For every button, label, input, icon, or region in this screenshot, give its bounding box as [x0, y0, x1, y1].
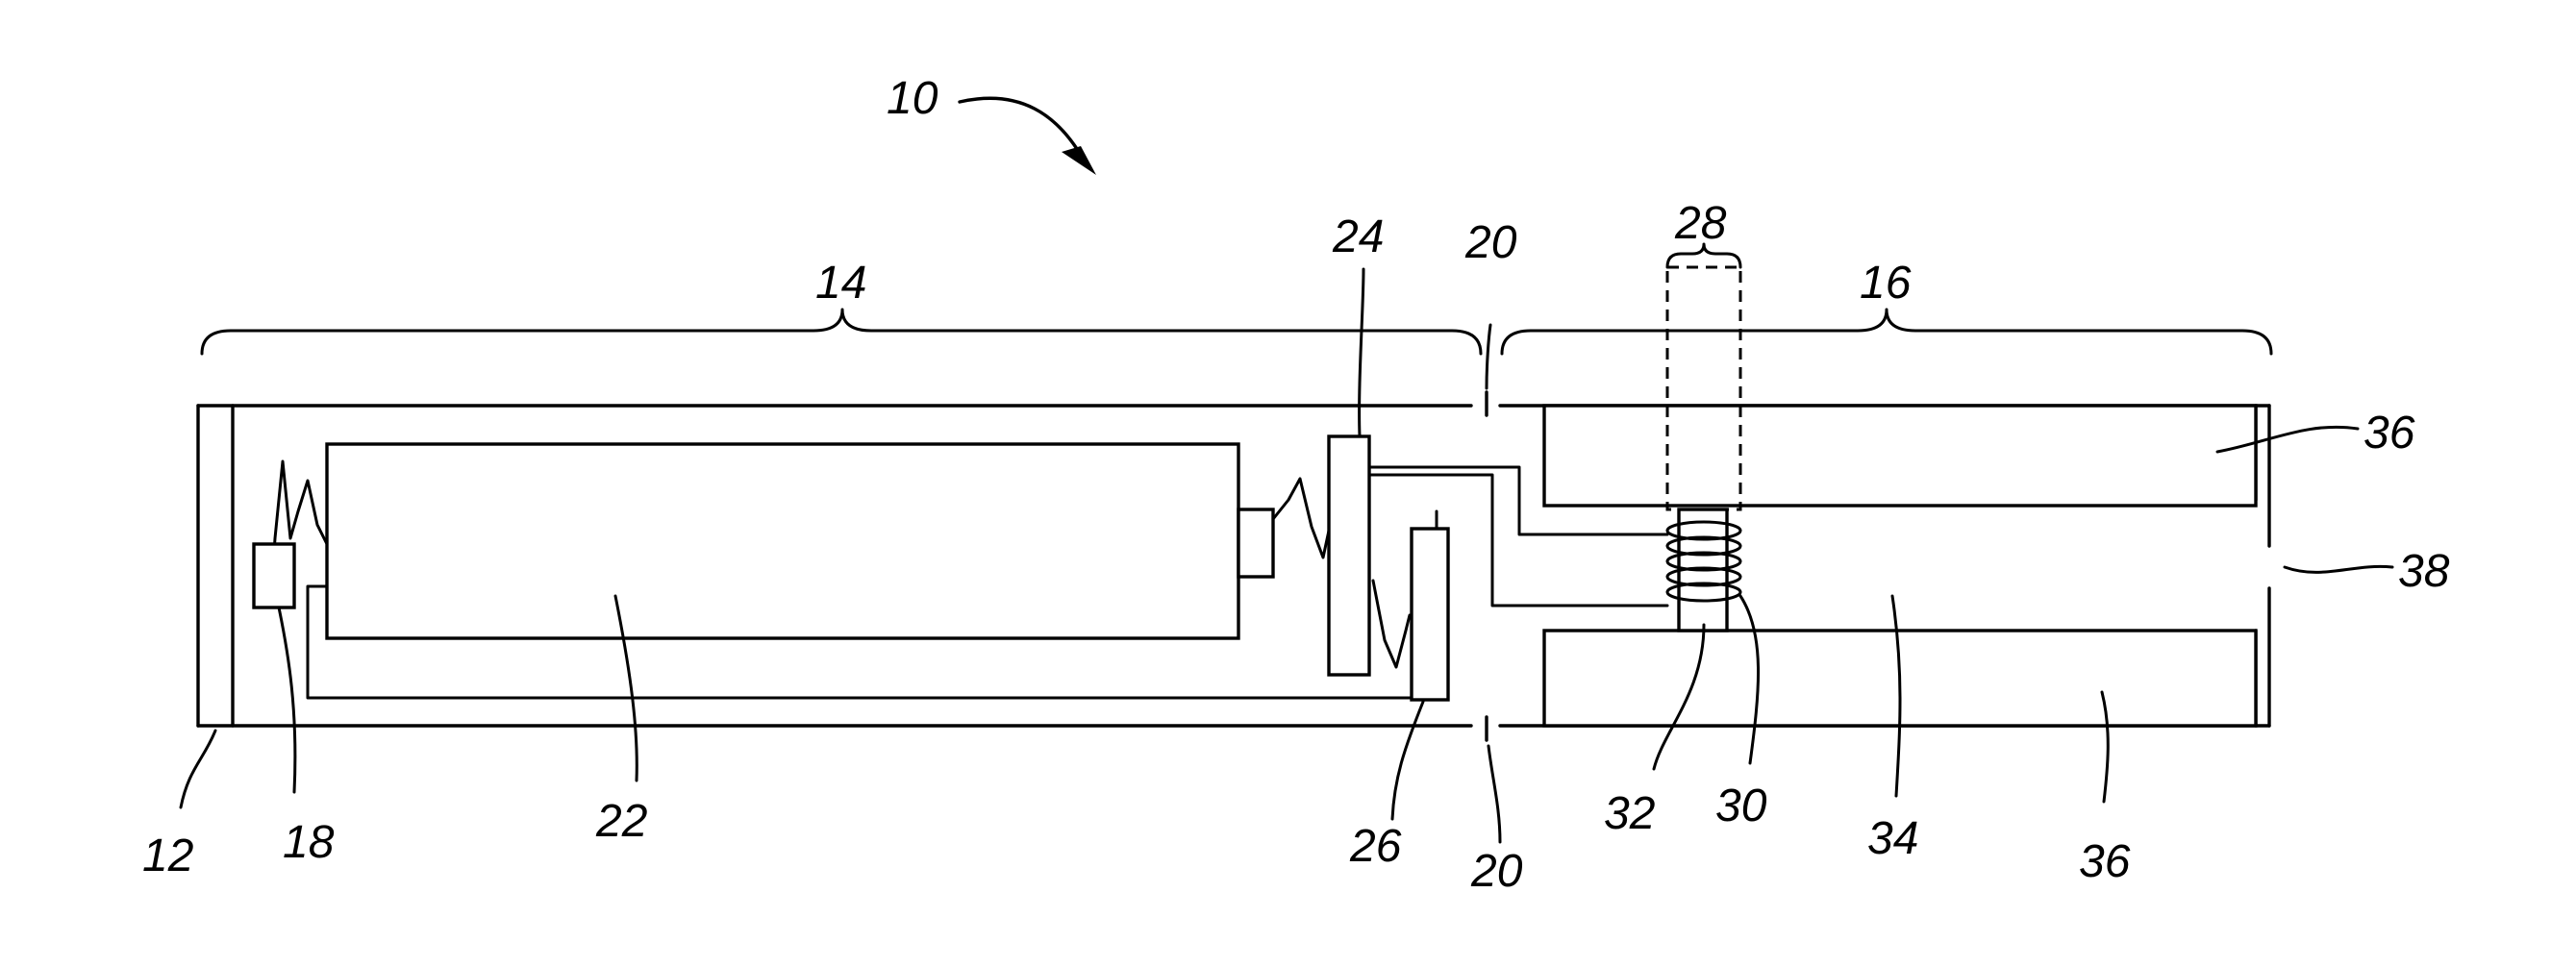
label-reservoir-top: 36	[2363, 408, 2415, 459]
label-device: 10	[887, 73, 938, 124]
label-wick: 32	[1604, 788, 1655, 839]
label-led: 26	[1349, 821, 1402, 872]
label-heater-assembly: 28	[1674, 198, 1727, 249]
battery	[327, 444, 1238, 638]
label-control-board: 24	[1332, 211, 1384, 262]
led	[1412, 529, 1448, 700]
control-board	[1329, 436, 1369, 675]
label-sensor: 18	[283, 817, 335, 868]
label-connector: 20	[1464, 217, 1517, 268]
label-end-cap: 12	[142, 831, 193, 881]
label-battery: 22	[595, 796, 647, 847]
label-outlet: 38	[2398, 546, 2450, 597]
label-connector-bottom: 20	[1470, 846, 1523, 897]
reservoir-top	[1544, 406, 2256, 506]
label-air-channel: 34	[1867, 813, 1918, 864]
battery-section-brace	[202, 310, 1481, 354]
sensor	[254, 544, 294, 607]
device-reference-arrow	[960, 98, 1096, 175]
label-atomizer-section: 16	[1860, 258, 1912, 309]
label-reservoir-bottom: 36	[2079, 836, 2131, 887]
led-spring	[1373, 581, 1410, 667]
battery-terminal	[1238, 509, 1273, 577]
label-battery-section: 14	[815, 258, 866, 309]
label-coil: 30	[1715, 781, 1767, 831]
atomizer-section-brace	[1502, 310, 2271, 354]
